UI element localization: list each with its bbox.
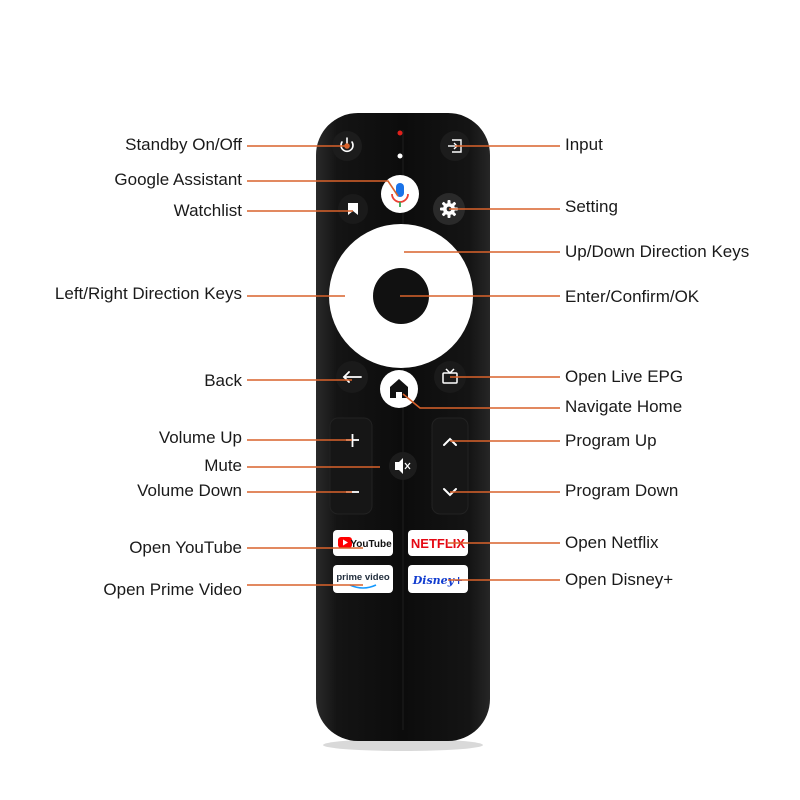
label-mute: Mute — [204, 456, 242, 475]
bookmark-icon — [348, 203, 358, 215]
disney-plus-button[interactable]: Disney+ — [408, 565, 468, 593]
chevron-down-icon — [443, 488, 457, 497]
status-led-red — [397, 130, 403, 136]
label-left-right-keys: Left/Right Direction Keys — [54, 284, 242, 303]
label-volume-up: Volume Up — [158, 428, 242, 447]
label-open-netflix: Open Netflix — [565, 533, 659, 552]
netflix-button[interactable]: NETFLIX — [408, 530, 468, 556]
leader-home — [402, 393, 560, 409]
mute-button[interactable] — [389, 452, 417, 480]
label-watchlist: Watchlist — [173, 201, 242, 220]
back-button[interactable] — [336, 361, 368, 393]
label-program-up: Program Up — [565, 431, 657, 450]
label-open-live-epg: Open Live EPG — [565, 367, 684, 386]
label-back: Back — [204, 371, 242, 390]
amazon-smile-icon — [349, 584, 377, 589]
chevron-up-icon — [443, 437, 457, 446]
label-google-assistant: Google Assistant — [114, 170, 242, 189]
leader-assistant — [247, 180, 399, 197]
tv-icon — [442, 368, 458, 384]
label-standby: Standby On/Off — [125, 135, 242, 154]
label-enter-confirm-ok: Enter/Confirm/OK — [565, 287, 700, 306]
label-open-youtube: Open YouTube — [129, 538, 242, 557]
disney-plus-logo-text: Disney+ — [412, 574, 464, 587]
label-navigate-home: Navigate Home — [565, 397, 683, 416]
label-open-prime-video: Open Prime Video — [103, 580, 242, 599]
label-open-disney-plus: Open Disney+ — [565, 570, 674, 589]
status-led-white — [397, 153, 403, 159]
youtube-logo-text: YouTube — [350, 539, 392, 550]
watchlist-button[interactable] — [338, 194, 368, 224]
volume-rocker[interactable] — [329, 417, 373, 515]
program-rocker[interactable] — [431, 417, 469, 515]
microphone-icon — [391, 183, 409, 207]
leader-lines — [247, 143, 560, 586]
home-icon — [390, 379, 408, 398]
label-up-down-keys: Up/Down Direction Keys — [565, 242, 750, 261]
prime-video-logo-text: prime video — [336, 572, 390, 583]
mute-icon — [395, 458, 411, 474]
netflix-logo-text: NETFLIX — [411, 536, 465, 551]
youtube-button[interactable]: YouTube — [333, 530, 393, 556]
label-setting: Setting — [565, 197, 618, 216]
prime-video-button[interactable]: prime video — [333, 565, 393, 593]
label-input: Input — [565, 135, 603, 154]
label-volume-down: Volume Down — [137, 481, 242, 500]
label-program-down: Program Down — [565, 481, 679, 500]
